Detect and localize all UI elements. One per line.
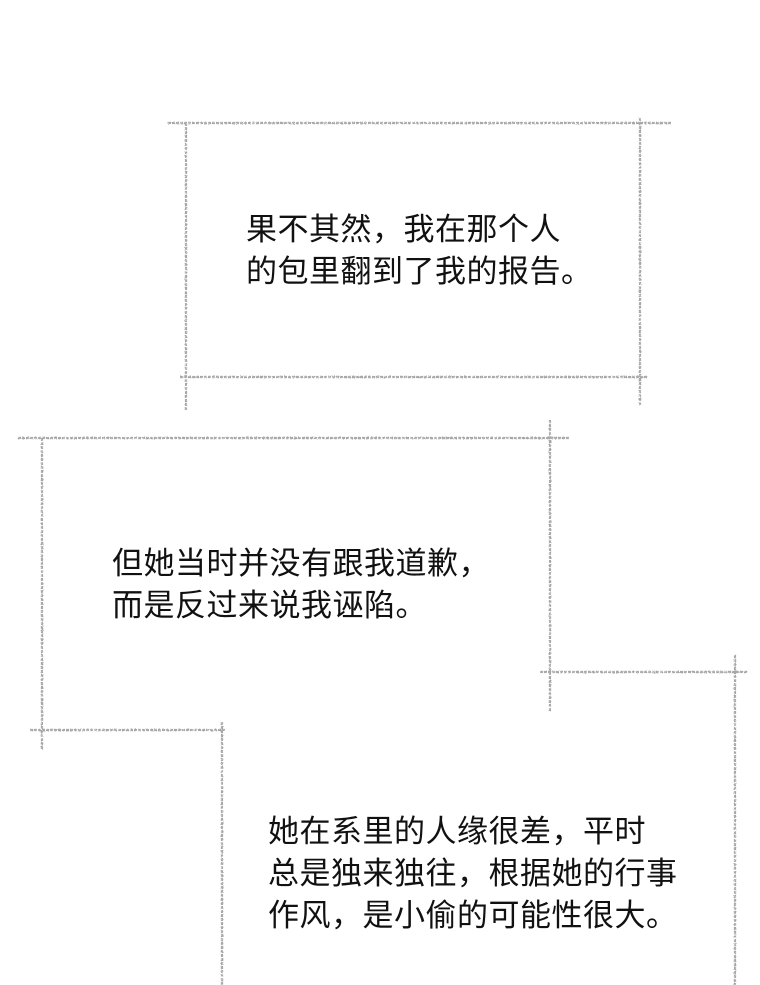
caption-2-line-2: 而是反过来说我诬陷。 <box>112 588 427 624</box>
caption-text-1: 果不其然，我在那个人 的包里翻到了我的报告。 <box>246 209 593 293</box>
caption-3-line-2: 总是独来独往，根据她的行事 <box>268 856 678 892</box>
caption-box-2 <box>18 420 570 750</box>
caption-2-line-1: 但她当时并没有跟我道歉， <box>112 546 490 582</box>
caption-text-3: 她在系里的人缘很差，平时 总是独来独往，根据她的行事 作风，是小偷的可能性很大。 <box>268 811 678 937</box>
caption-3-line-1: 她在系里的人缘很差，平时 <box>268 814 646 850</box>
caption-1-line-2: 的包里翻到了我的报告。 <box>246 254 593 290</box>
caption-text-2: 但她当时并没有跟我道歉， 而是反过来说我诬陷。 <box>112 543 490 627</box>
caption-box-3 <box>220 655 748 985</box>
caption-box-1 <box>168 118 672 410</box>
caption-3-line-3: 作风，是小偷的可能性很大。 <box>268 898 678 934</box>
caption-1-line-1: 果不其然，我在那个人 <box>246 212 561 248</box>
